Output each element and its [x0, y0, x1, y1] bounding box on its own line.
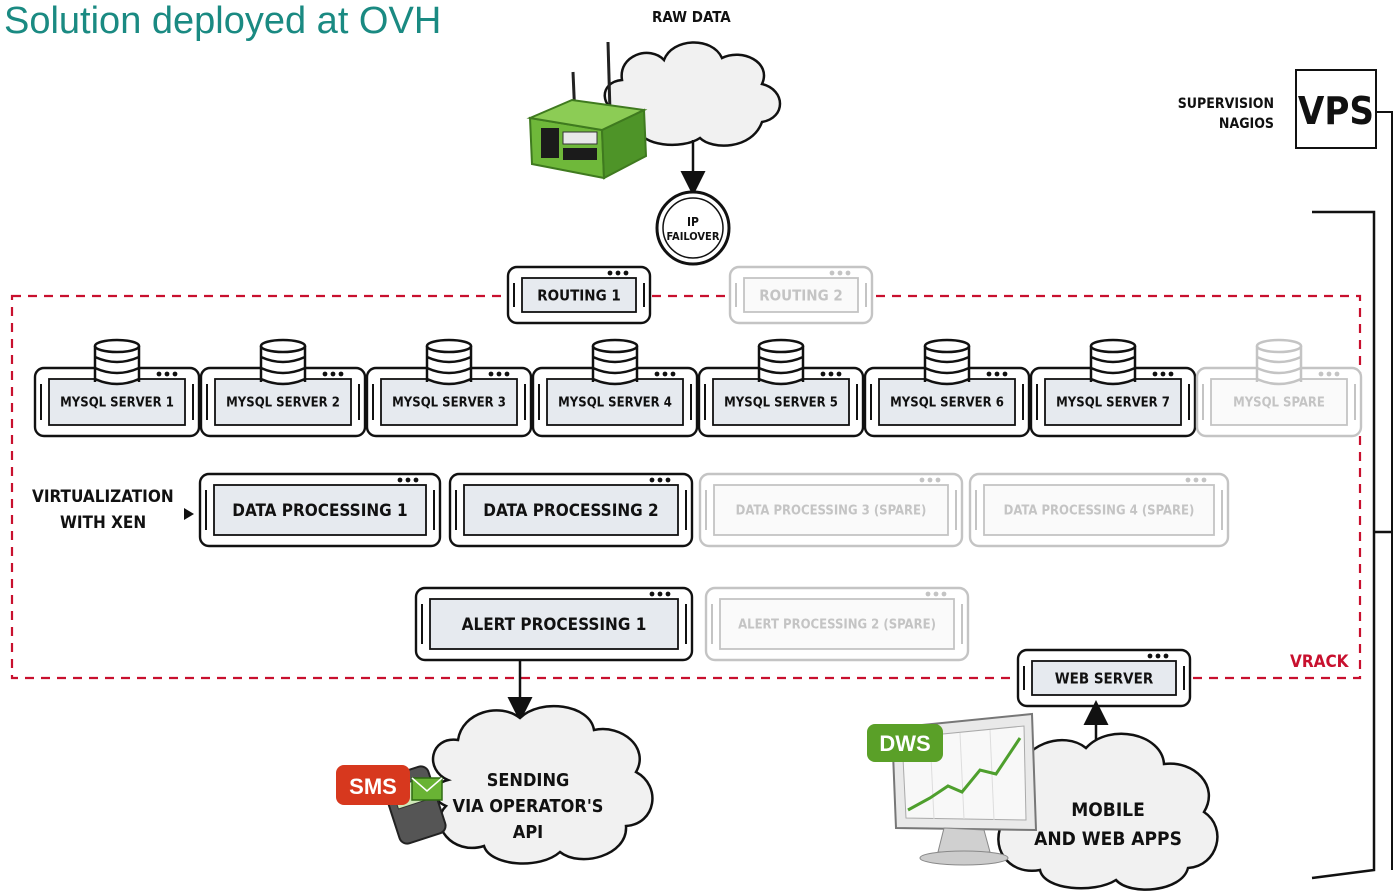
data-processing-1-label: DATA PROCESSING 1 — [232, 501, 407, 521]
database-icon-8 — [1255, 338, 1303, 386]
sending-label: SENDING — [487, 770, 570, 791]
mysql-server-2-label: MYSQL SERVER 2 — [226, 396, 340, 411]
bracket — [1311, 210, 1392, 880]
supervision-label: SUPERVISION — [1178, 96, 1274, 112]
raw-data-cloud — [603, 41, 782, 147]
data-processing-1: DATA PROCESSING 1 — [198, 472, 442, 548]
mysql-server-7-label: MYSQL SERVER 7 — [1056, 396, 1170, 411]
mobile-label: MOBILE — [1071, 799, 1145, 821]
sms-badge-label: SMS — [349, 774, 397, 799]
vrack-label: VRACK — [1290, 652, 1350, 672]
alert-processing-1: ALERT PROCESSING 1 — [414, 586, 694, 662]
data-processing-3-label: DATA PROCESSING 3 (SPARE) — [736, 504, 927, 519]
data-processing-4-label: DATA PROCESSING 4 (SPARE) — [1004, 504, 1195, 519]
database-icon-4 — [591, 338, 639, 386]
virtualization-label: VIRTUALIZATION — [32, 487, 174, 507]
database-icon-2 — [259, 338, 307, 386]
alert-processing-2: ALERT PROCESSING 2 (SPARE) — [704, 586, 970, 662]
raw-data-label: RAW DATA — [652, 8, 731, 26]
database-icon-1 — [93, 338, 141, 386]
mobile-label-line2: AND WEB APPS — [1034, 828, 1182, 850]
web-server: WEB SERVER — [1016, 648, 1192, 708]
mysql-server-1: MYSQL SERVER 1 — [33, 366, 201, 438]
data-processing-3: DATA PROCESSING 3 (SPARE) — [698, 472, 964, 548]
dws-badge — [867, 724, 943, 762]
mysql-server-4: MYSQL SERVER 4 — [531, 366, 699, 438]
routing-server-1-label: ROUTING 1 — [537, 286, 621, 304]
vrack-boundary — [10, 294, 1362, 680]
mysql-server-1-label: MYSQL SERVER 1 — [60, 396, 174, 411]
page-title: Solution deployed at OVH — [4, 0, 442, 42]
routing-server-1: ROUTING 1 — [506, 265, 652, 325]
vps-connector — [1376, 111, 1393, 870]
mysql-server-2: MYSQL SERVER 2 — [199, 366, 367, 438]
mysql-group: MYSQL SERVER 1 MYSQL SERVER 2 MYSQL SERVER… — [33, 338, 1363, 438]
field-device-icon — [526, 41, 648, 180]
ip-failover-label: IP — [687, 215, 699, 229]
database-icon-6 — [923, 338, 971, 386]
alert-processing-group: ALERT PROCESSING 1 ALERT PROCESSING 2 (SP… — [414, 586, 970, 662]
virtualization-label-line2: WITH XEN — [60, 513, 146, 533]
supervision-label-line2: NAGIOS — [1219, 116, 1274, 132]
routing-server-2: ROUTING 2 — [728, 265, 874, 325]
web-server-group: WEB SERVER — [1016, 648, 1192, 708]
sms-badge — [336, 765, 410, 805]
mysql-server-6-label: MYSQL SERVER 6 — [890, 396, 1004, 411]
mysql-server-8-label: MYSQL SPARE — [1233, 396, 1325, 411]
sending-label-line2: VIA OPERATOR'S — [453, 796, 604, 817]
data-processing-group: DATA PROCESSING 1 DATA PROCESSING 2 DATA P… — [198, 472, 1230, 548]
routing-server-2-label: ROUTING 2 — [759, 286, 843, 304]
mysql-server-3-label: MYSQL SERVER 3 — [392, 396, 506, 411]
mysql-server-3: MYSQL SERVER 3 — [365, 366, 533, 438]
sending-label-line3: API — [513, 822, 543, 843]
ip-failover-node — [655, 190, 731, 266]
web-server-label: WEB SERVER — [1055, 669, 1154, 687]
alert-processing-1-label: ALERT PROCESSING 1 — [462, 615, 647, 635]
mysql-server-4-label: MYSQL SERVER 4 — [558, 396, 672, 411]
data-processing-4: DATA PROCESSING 4 (SPARE) — [968, 472, 1230, 548]
database-icon-7 — [1089, 338, 1137, 386]
sms-cloud — [431, 704, 654, 865]
database-icon-5 — [757, 338, 805, 386]
virtualization-arrow — [184, 508, 194, 520]
mysql-server-5: MYSQL SERVER 5 — [697, 366, 865, 438]
alert-processing-2-label: ALERT PROCESSING 2 (SPARE) — [738, 618, 936, 633]
vps-box — [1295, 69, 1377, 149]
mysql-server-5-label: MYSQL SERVER 5 — [724, 396, 838, 411]
dws-badge-label: DWS — [879, 731, 930, 756]
data-processing-2-label: DATA PROCESSING 2 — [483, 501, 658, 521]
database-icon-3 — [425, 338, 473, 386]
vps-label: VPS — [1298, 89, 1374, 133]
routing-group: ROUTING 1 ROUTING 2 — [506, 265, 874, 325]
ip-failover-label-line2: FAILOVER — [667, 230, 720, 243]
mysql-server-6: MYSQL SERVER 6 — [863, 366, 1031, 438]
data-processing-2: DATA PROCESSING 2 — [448, 472, 694, 548]
